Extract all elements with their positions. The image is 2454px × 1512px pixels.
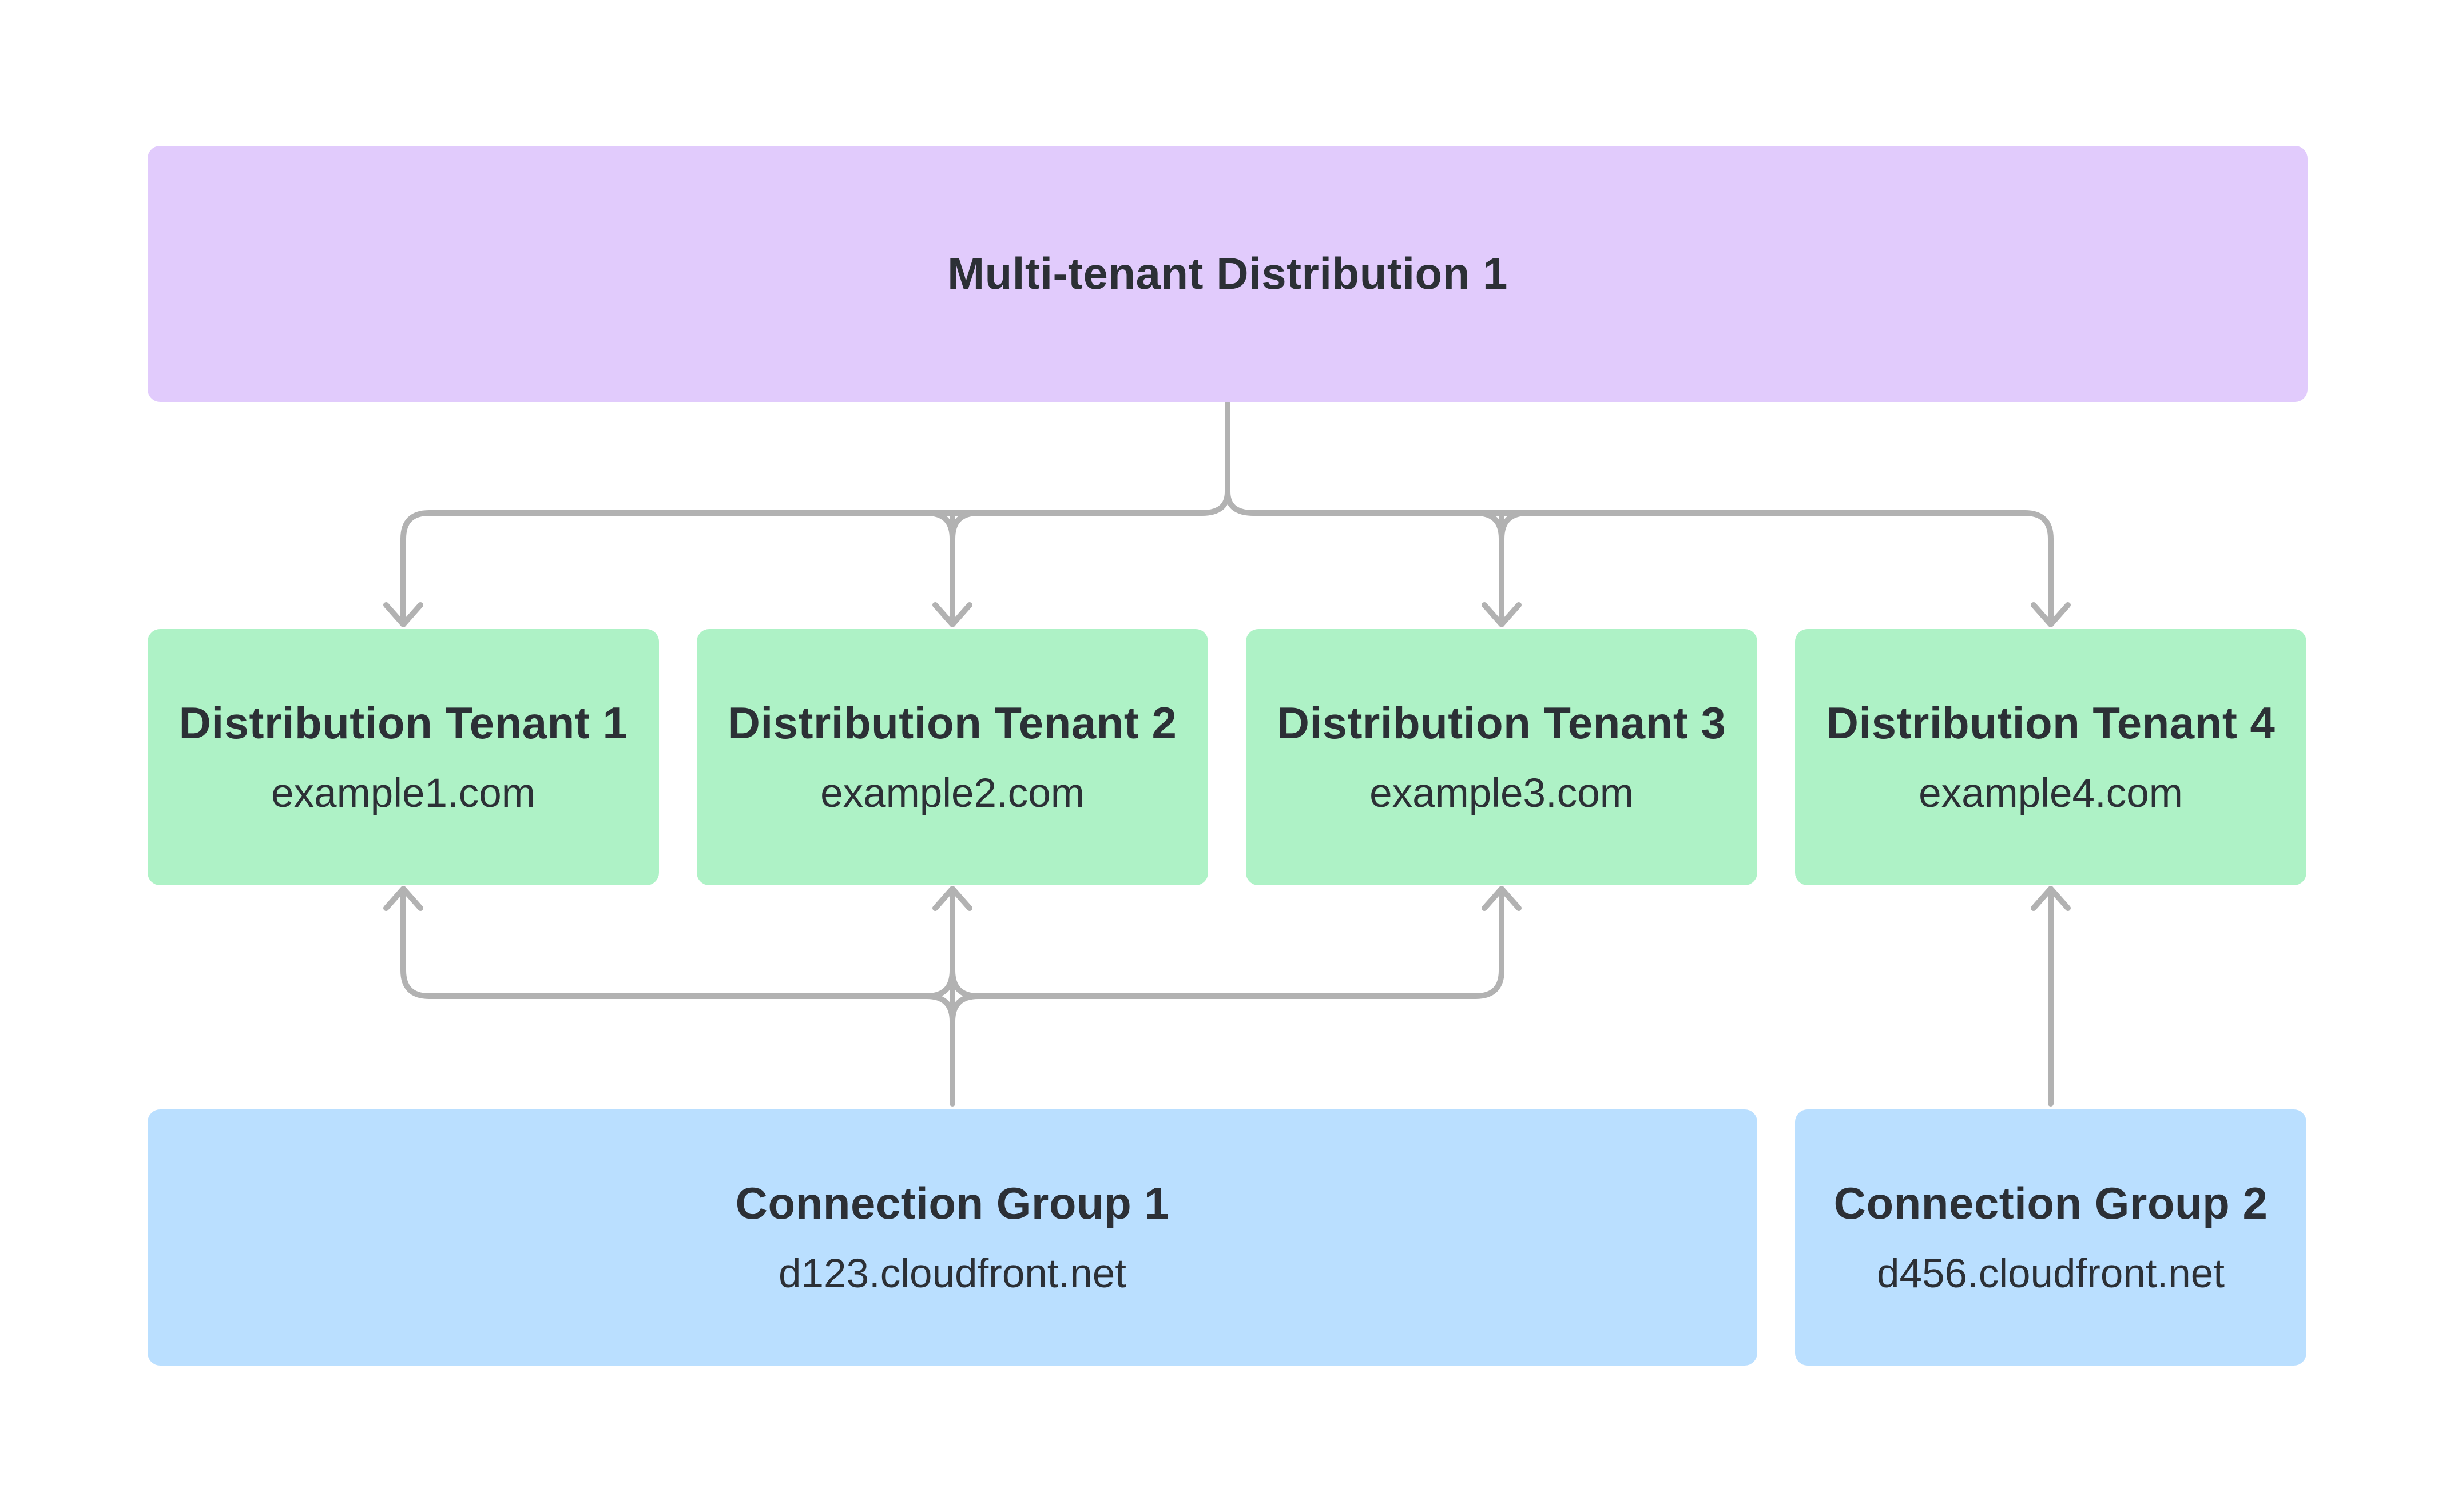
connector-fillet	[950, 510, 981, 542]
tenant-4-label: Distribution Tenant 4	[1826, 697, 2276, 748]
connector-branch-right	[950, 890, 1504, 1024]
arrowhead-up-icon	[383, 886, 423, 911]
tenant-1-label: Distribution Tenant 1	[178, 697, 628, 748]
arrowhead-down-icon	[2031, 602, 2071, 627]
top-connector	[383, 401, 2071, 627]
connector-branch-right	[1225, 489, 2054, 623]
connector-branch-left	[400, 489, 1230, 623]
connection-group-1-label: Connection Group 1	[735, 1177, 1170, 1228]
connection-group-1-box: Connection Group 1 d123.cloudfront.net	[148, 1109, 1757, 1366]
multi-tenant-distribution-box: Multi-tenant Distribution 1	[148, 146, 2308, 402]
distribution-tenant-2-box: Distribution Tenant 2 example2.com	[697, 629, 1208, 885]
connector-fillet	[1499, 510, 1530, 542]
tenant-4-domain: example4.com	[1919, 771, 2183, 817]
connection-group-2-domain: d456.cloudfront.net	[1877, 1251, 2225, 1297]
connector-fillet	[924, 510, 955, 542]
connector-fillet	[950, 968, 981, 999]
tenant-3-domain: example3.com	[1369, 771, 1634, 817]
connector-fillet	[924, 968, 955, 999]
connection-group-1-domain: d123.cloudfront.net	[779, 1251, 1126, 1297]
tenant-2-domain: example2.com	[820, 771, 1085, 817]
distribution-tenant-4-box: Distribution Tenant 4 example4.com	[1795, 629, 2306, 885]
connection-group-2-box: Connection Group 2 d456.cloudfront.net	[1795, 1109, 2306, 1366]
arrowhead-down-icon	[932, 602, 972, 627]
connection-group-2-label: Connection Group 2	[1833, 1177, 2268, 1228]
cg2-connector	[2031, 886, 2071, 1107]
distribution-tenant-1-box: Distribution Tenant 1 example1.com	[148, 629, 659, 885]
bottom-connector	[383, 886, 1522, 1107]
connector-branch-left	[400, 890, 955, 1024]
arrowhead-down-icon	[1482, 602, 1522, 627]
arrowhead-up-icon	[932, 886, 972, 911]
arrowhead-up-icon	[2031, 886, 2071, 911]
distribution-tenant-3-box: Distribution Tenant 3 example3.com	[1246, 629, 1757, 885]
arrowhead-down-icon	[383, 602, 423, 627]
multi-tenant-distribution-label: Multi-tenant Distribution 1	[947, 248, 1508, 299]
connector-fillet	[1473, 510, 1504, 542]
tenant-3-label: Distribution Tenant 3	[1277, 697, 1726, 748]
tenant-2-label: Distribution Tenant 2	[728, 697, 1177, 748]
arrowhead-up-icon	[1482, 886, 1522, 911]
tenant-1-domain: example1.com	[271, 771, 535, 817]
